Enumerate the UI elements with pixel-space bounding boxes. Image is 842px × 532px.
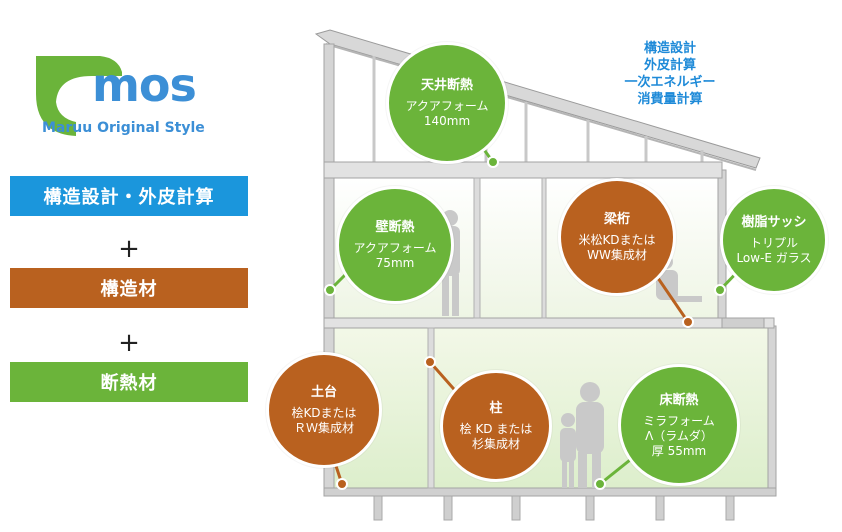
wall-insulation-marker (324, 284, 336, 296)
design-calc-note-line-3: 一次エネルギー (624, 75, 716, 90)
wall-insulation-material: アクアフォーム (353, 241, 437, 255)
beam-title: 梁桁 (603, 212, 630, 227)
ceiling-insulation-marker (487, 156, 499, 168)
resin-sash-callout: 樹脂サッシ トリプル Low-E ガラス (720, 186, 828, 294)
insulation-bar: 断熱材 (10, 362, 248, 402)
insulation-label: 断熱材 (100, 373, 158, 394)
resin-sash-glass-1: トリプル (749, 236, 798, 250)
column-title: 柱 (489, 401, 503, 416)
design-calc-note-line-1: 構造設計 (643, 41, 696, 56)
sill-material-1: 桧KDまたは (291, 406, 357, 420)
structure-calc-bar: 構造設計・外皮計算 (10, 176, 248, 216)
logo-leaf-icon (36, 56, 122, 136)
design-calc-note-line-4: 消費量計算 (637, 92, 703, 107)
sill-material-2: ＲＷ集成材 (293, 421, 354, 435)
column-material-1: 桧 KD または (459, 422, 533, 436)
resin-sash-title: 樹脂サッシ (741, 215, 807, 230)
ceiling-insulation-callout: 天井断熱 アクアフォーム 140mm (386, 42, 508, 164)
beam-material-2: WW集成材 (587, 248, 647, 262)
resin-sash-glass-2: Low-E ガラス (736, 251, 812, 265)
floor-insulation-marker (594, 478, 606, 490)
sill-title: 土台 (310, 385, 337, 400)
floor-insulation-type: Λ（ラムダ） (645, 428, 713, 443)
wall-insulation-callout: 壁断熱 アクアフォーム 75mm (336, 186, 454, 304)
floor-insulation-thickness: 厚 55mm (651, 443, 707, 458)
design-calc-note-line-2: 外皮計算 (643, 58, 696, 73)
floor-insulation-callout: 床断熱 ミラフォーム Λ（ラムダ） 厚 55mm (618, 364, 740, 486)
beam-callout: 梁桁 米松KDまたは WW集成材 (558, 178, 676, 296)
ceiling-insulation-material: アクアフォーム (405, 99, 489, 113)
column-callout: 柱 桧 KD または 杉集成材 (440, 370, 552, 482)
wall-insulation-thickness: 75mm (375, 256, 415, 270)
ceiling-insulation-title: 天井断熱 (420, 78, 473, 93)
sill-marker (336, 478, 348, 490)
column-material-2: 杉集成材 (471, 437, 520, 451)
logo-subtitle: Maruu Original Style (42, 120, 205, 136)
design-calc-note: 構造設計 外皮計算 一次エネルギー 消費量計算 (610, 40, 730, 108)
beam-marker (682, 316, 694, 328)
floor-insulation-title: 床断熱 (659, 392, 699, 408)
structure-calc-label: 構造設計・外皮計算 (43, 187, 215, 208)
beam-material-1: 米松KDまたは (578, 233, 656, 247)
structural-material-bar: 構造材 (10, 268, 248, 308)
plus-sign-1: + (118, 234, 140, 264)
structural-material-label: 構造材 (100, 279, 158, 300)
ceiling-insulation-thickness: 140mm (423, 114, 471, 128)
sill-callout: 土台 桧KDまたは ＲＷ集成材 (266, 352, 382, 468)
plus-sign-2: + (118, 328, 140, 358)
wall-insulation-title: 壁断熱 (375, 220, 415, 235)
floor-insulation-material: ミラフォーム (643, 413, 715, 428)
column-marker (424, 356, 436, 368)
logo-wordmark: mos (92, 58, 197, 112)
resin-sash-marker (714, 284, 726, 296)
